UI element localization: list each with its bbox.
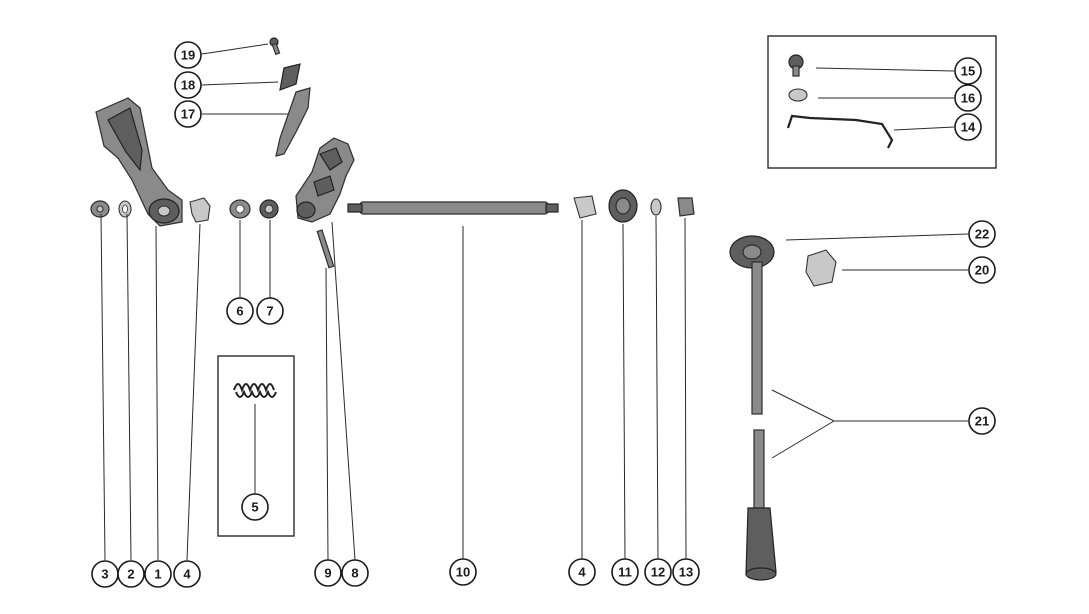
callout-label: 3 xyxy=(101,567,108,582)
part-16-washer xyxy=(788,88,808,102)
inset-box-5 xyxy=(217,355,295,537)
callout-6: 6 xyxy=(226,297,254,325)
inset-box-14-16 xyxy=(767,35,997,169)
callout-16: 16 xyxy=(954,84,982,112)
part-1-handle xyxy=(95,97,183,227)
callout-12: 12 xyxy=(644,558,672,586)
part-22-pinion xyxy=(729,235,775,269)
callout-4-right: 4 xyxy=(568,558,596,586)
part-17-plate xyxy=(275,87,311,157)
callout-11: 11 xyxy=(611,558,639,586)
part-21-cable xyxy=(745,261,777,581)
callout-label: 22 xyxy=(975,227,989,242)
part-13-bushing xyxy=(677,197,695,217)
callout-4-left: 4 xyxy=(173,560,201,588)
callout-label: 4 xyxy=(578,565,586,580)
callout-label: 19 xyxy=(181,48,195,63)
part-8-bracket xyxy=(295,137,355,223)
callout-label: 1 xyxy=(154,567,161,582)
callout-label: 8 xyxy=(351,566,358,581)
callout-label: 14 xyxy=(961,120,976,135)
callout-label: 18 xyxy=(181,78,195,93)
part-6-washer xyxy=(229,199,251,219)
part-18-clip xyxy=(279,63,301,91)
callout-label: 5 xyxy=(251,500,258,515)
callout-label: 2 xyxy=(127,567,134,582)
callout-21: 21 xyxy=(968,407,996,435)
part-4-bushing-left xyxy=(189,197,211,223)
part-19-screw xyxy=(269,37,281,56)
callout-label: 6 xyxy=(236,304,243,319)
callout-2: 2 xyxy=(117,560,145,588)
callout-label: 21 xyxy=(975,414,989,429)
part-15-screw xyxy=(788,54,804,77)
part-11-gear xyxy=(608,189,638,223)
callout-13: 13 xyxy=(672,558,700,586)
callout-5: 5 xyxy=(241,493,269,521)
callout-7: 7 xyxy=(256,297,284,325)
part-14-link-rod xyxy=(786,114,894,149)
callout-19: 19 xyxy=(174,41,202,69)
callout-14: 14 xyxy=(954,113,982,141)
callout-label: 7 xyxy=(266,304,273,319)
callout-3: 3 xyxy=(91,560,119,588)
callout-20: 20 xyxy=(968,256,996,284)
callout-label: 13 xyxy=(679,565,693,580)
part-20-bushing xyxy=(805,249,837,287)
callout-9: 9 xyxy=(314,559,342,587)
part-5-spring xyxy=(233,383,277,398)
callout-1: 1 xyxy=(144,560,172,588)
leader-lines xyxy=(100,43,969,561)
callout-label: 20 xyxy=(975,263,989,278)
part-7-nut xyxy=(259,199,279,219)
callout-label: 11 xyxy=(618,565,632,580)
part-3-nut xyxy=(90,200,110,218)
callout-label: 4 xyxy=(183,567,191,582)
callout-label: 10 xyxy=(456,565,470,580)
callout-10: 10 xyxy=(449,558,477,586)
part-9-pin xyxy=(316,229,335,269)
callout-15: 15 xyxy=(954,57,982,85)
callout-label: 16 xyxy=(961,91,975,106)
part-4-bushing-right xyxy=(573,195,597,219)
callout-label: 17 xyxy=(181,107,195,122)
part-2-washer xyxy=(118,200,132,218)
part-12-washer xyxy=(650,198,662,216)
callout-label: 9 xyxy=(324,566,331,581)
callout-label: 15 xyxy=(961,64,975,79)
callout-label: 12 xyxy=(651,565,665,580)
callout-8: 8 xyxy=(341,559,369,587)
callout-18: 18 xyxy=(174,71,202,99)
part-10-shaft xyxy=(347,201,559,215)
callout-17: 17 xyxy=(174,100,202,128)
callout-22: 22 xyxy=(968,220,996,248)
